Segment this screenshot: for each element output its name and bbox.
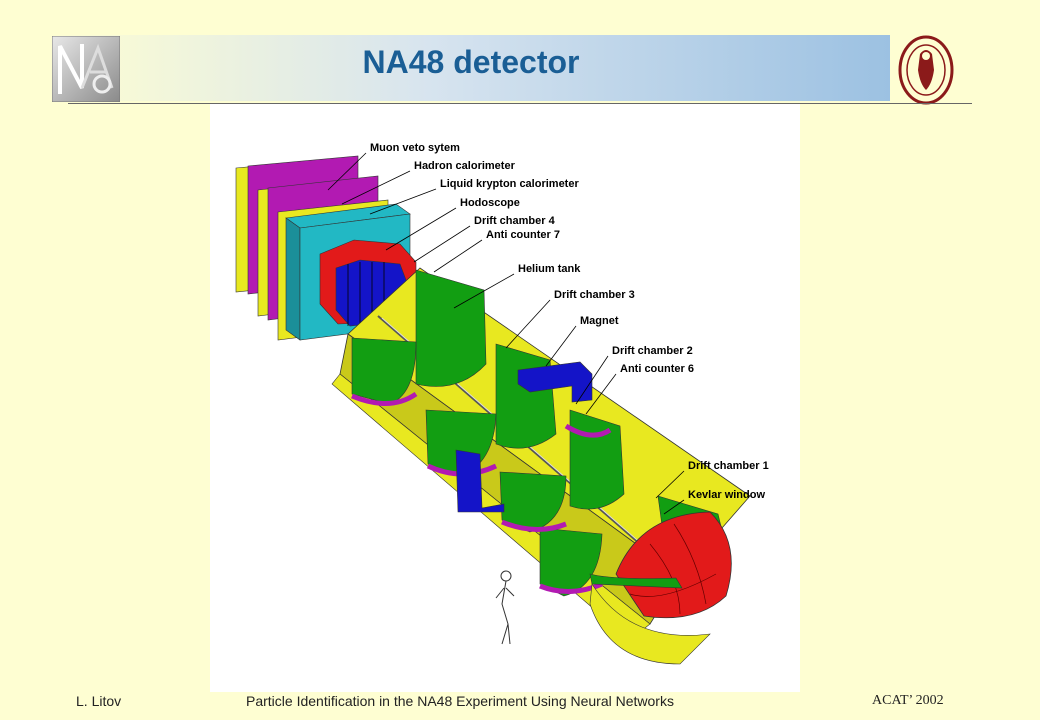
footer-conference: ACAT’ 2002 (872, 693, 944, 708)
label-drift-chamber-1: Drift chamber 1 (688, 460, 769, 472)
footer-author: L. Litov (76, 693, 122, 709)
label-magnet: Magnet (580, 315, 619, 327)
footer-talk-title: Particle Identification in the NA48 Expe… (246, 693, 674, 709)
label-lkr-calorimeter: Liquid krypton calorimeter (440, 178, 579, 190)
na48-logo-icon (52, 36, 120, 102)
label-anti-counter-6: Anti counter 6 (620, 363, 694, 375)
label-kevlar-window: Kevlar window (688, 489, 766, 501)
title-banner (52, 35, 890, 101)
detector-figure: Muon veto sytem Hadron calorimeter Liqui… (210, 104, 800, 692)
magnet (455, 361, 593, 513)
label-muon-veto: Muon veto sytem (370, 142, 460, 154)
title-rule (68, 103, 972, 104)
anti-counters (351, 391, 612, 595)
human-scale-figure (495, 570, 515, 645)
label-anti-counter-7: Anti counter 7 (486, 229, 560, 241)
label-drift-chamber-4: Drift chamber 4 (474, 215, 555, 227)
label-helium-tank: Helium tank (518, 263, 581, 275)
university-seal-icon (898, 35, 954, 105)
label-hadron-calorimeter: Hadron calorimeter (414, 160, 515, 172)
label-drift-chamber-3: Drift chamber 3 (554, 289, 635, 301)
label-drift-chamber-2: Drift chamber 2 (612, 345, 693, 357)
kevlar-window (589, 511, 732, 665)
label-hodoscope: Hodoscope (460, 197, 520, 209)
page-title: NA48 detector (362, 44, 580, 80)
label-leaders (327, 152, 685, 515)
detector-drawing (235, 152, 751, 665)
